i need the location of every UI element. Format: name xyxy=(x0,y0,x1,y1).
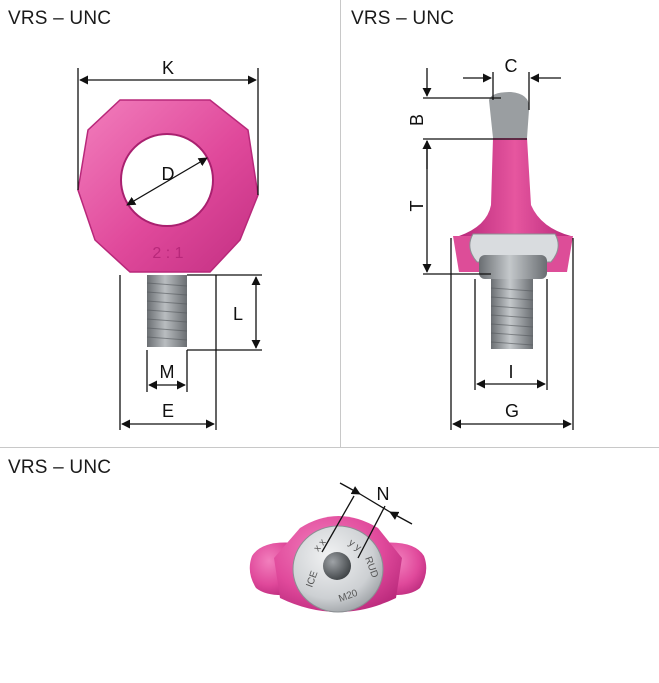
label-m: M xyxy=(160,362,175,382)
label-l: L xyxy=(233,304,243,324)
vertical-divider xyxy=(340,0,341,447)
load-ratio-mark: 2 : 1 xyxy=(152,245,183,262)
label-g: G xyxy=(505,401,519,421)
panel-title: VRS – UNC xyxy=(8,8,112,29)
label-i: I xyxy=(508,362,513,382)
panel-top-view: VRS – UNC xyxy=(0,448,659,683)
center-ball xyxy=(323,552,351,580)
nut xyxy=(479,255,547,279)
side-view-drawing: C B T I G xyxy=(407,56,574,430)
ring-top xyxy=(489,92,530,138)
label-c: C xyxy=(505,56,518,76)
panel-front-view: VRS – UNC 2 : 1 xyxy=(0,0,340,447)
mark-ice: ICE xyxy=(304,569,320,589)
horizontal-divider xyxy=(0,447,659,448)
label-e: E xyxy=(162,401,174,421)
top-view-drawing: x x y y RUD ICE M20 N xyxy=(249,482,427,613)
panel-title: VRS – UNC xyxy=(351,8,455,29)
panel-title: VRS – UNC xyxy=(8,457,112,478)
label-b: B xyxy=(407,114,427,126)
panel-side-view: VRS – UNC xyxy=(341,0,659,447)
label-n: N xyxy=(377,484,390,504)
label-d: D xyxy=(162,164,175,184)
label-k: K xyxy=(162,58,174,78)
front-view-drawing: 2 : 1 xyxy=(77,58,262,430)
label-t: T xyxy=(407,201,427,212)
ring-neck xyxy=(459,138,571,236)
